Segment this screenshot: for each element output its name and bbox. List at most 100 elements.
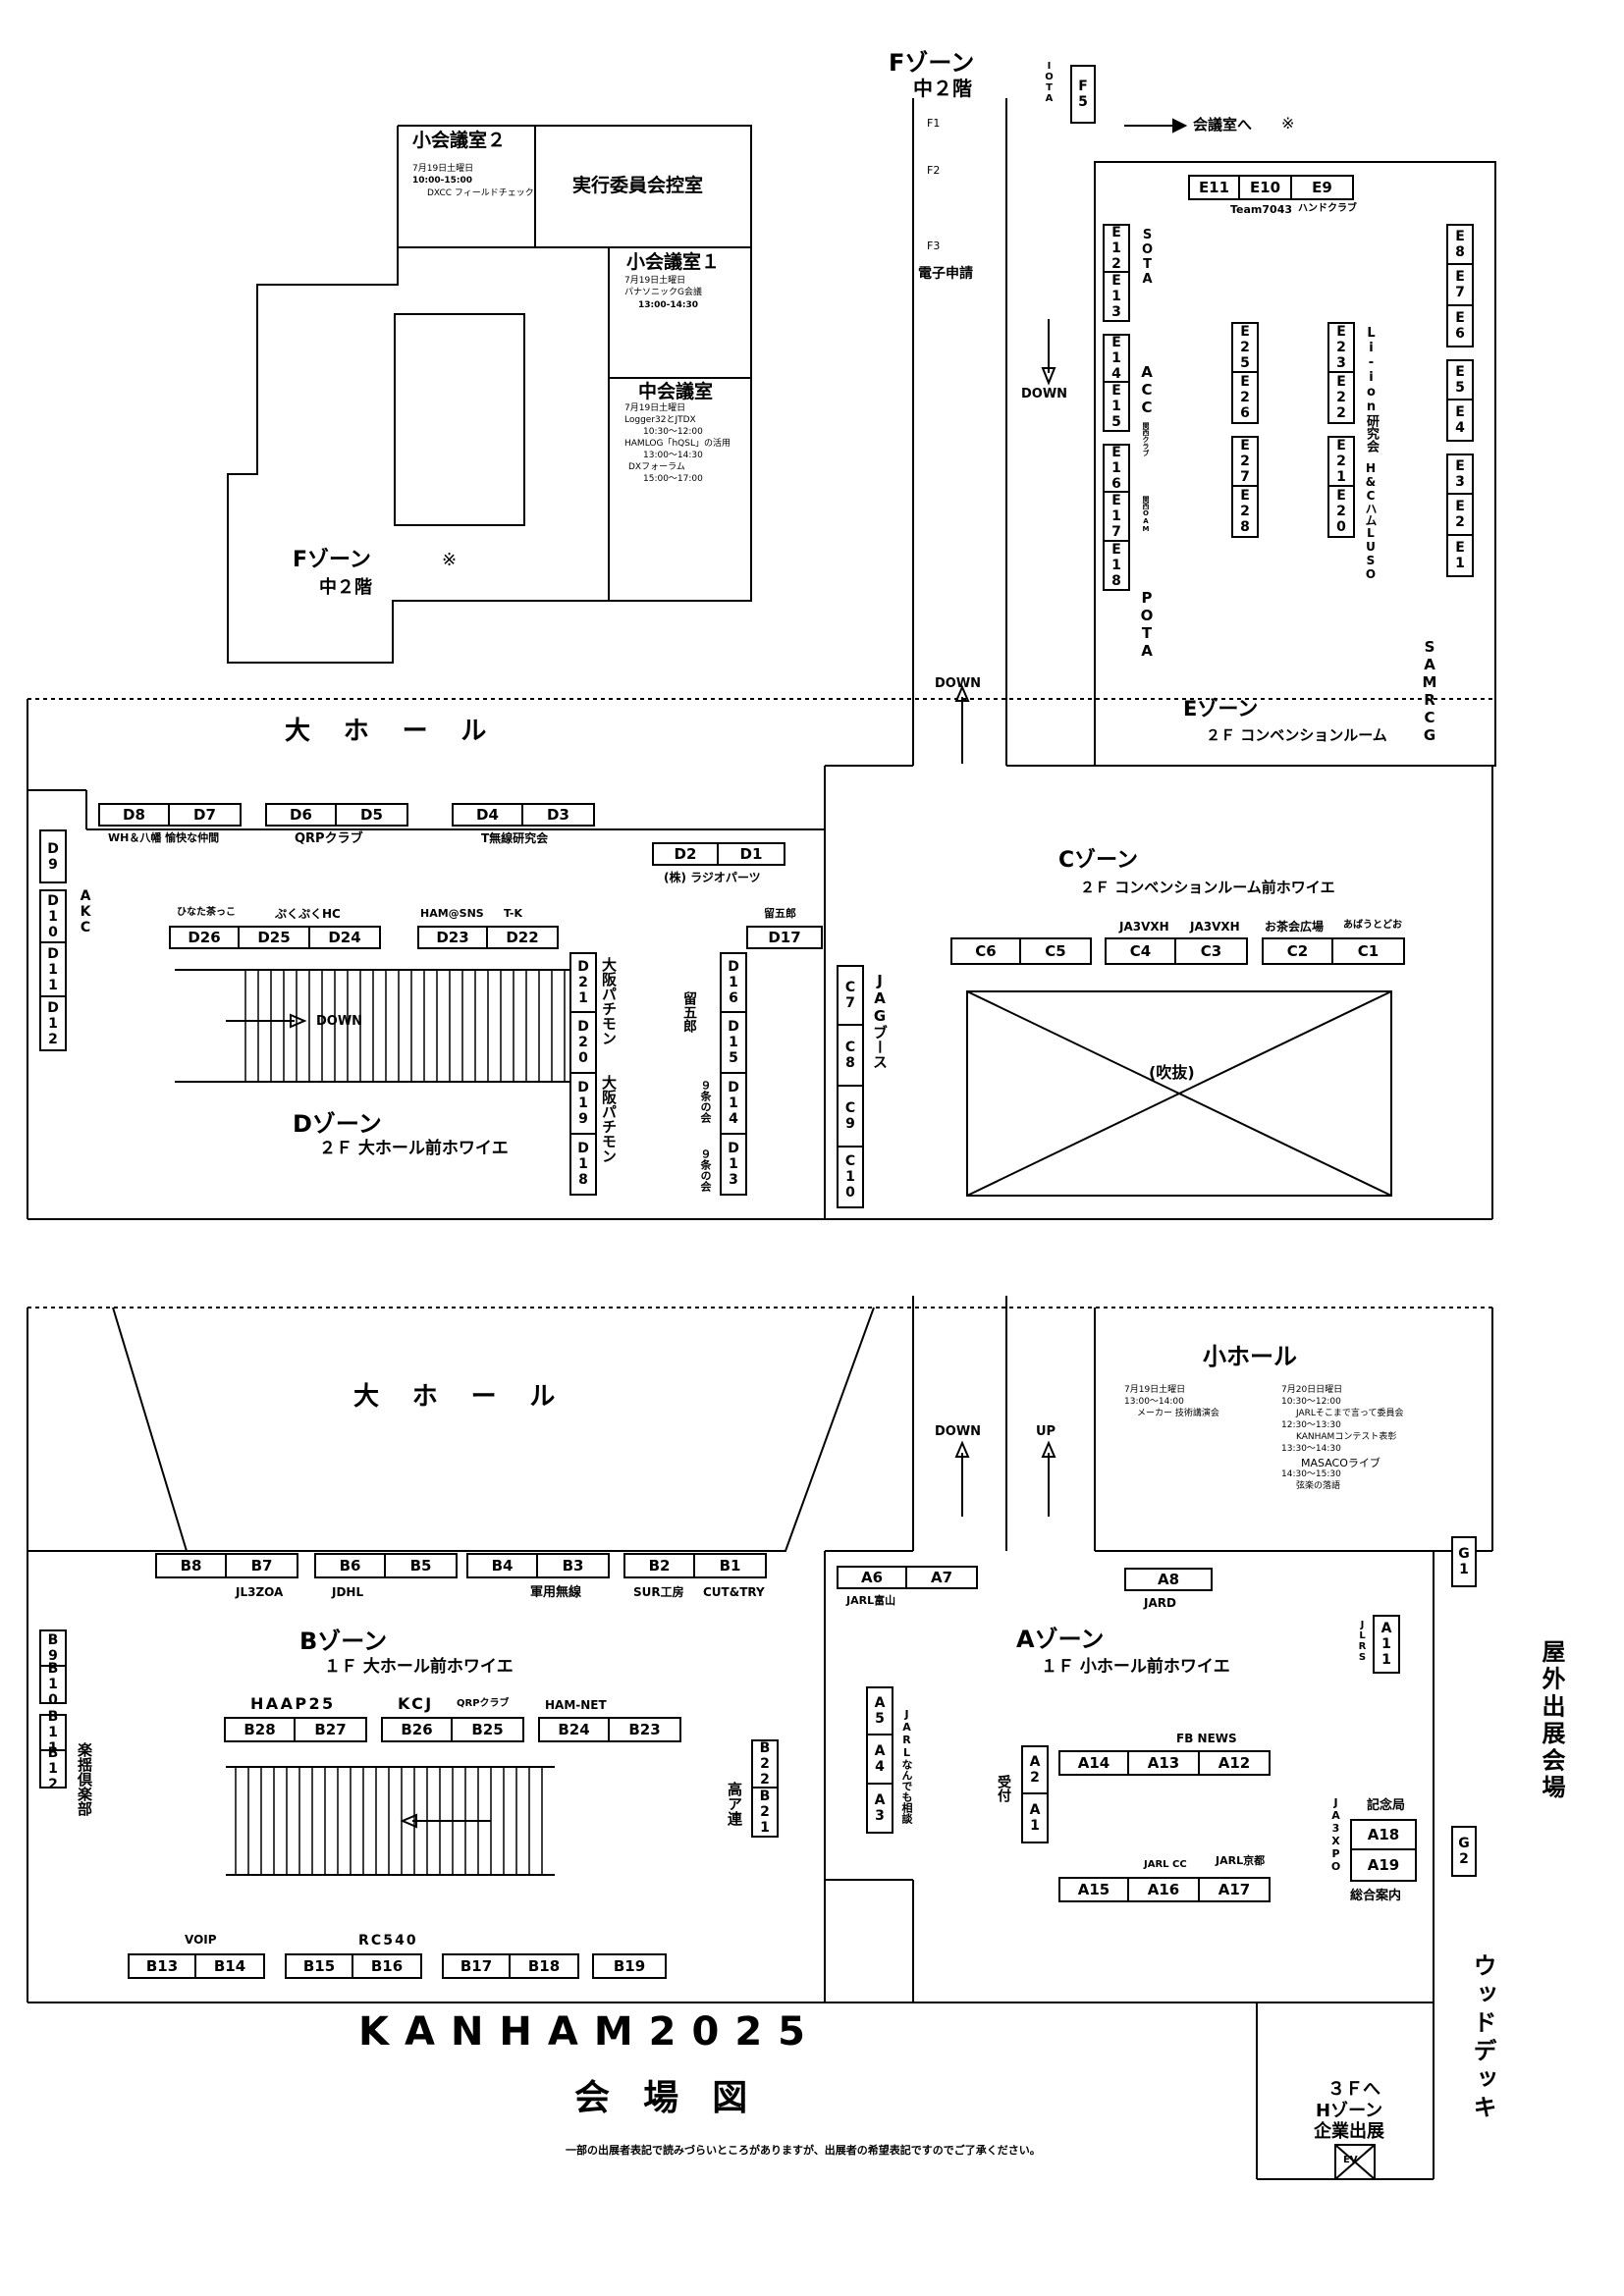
booth-d9[interactable]: D9	[39, 829, 67, 883]
booth-b18[interactable]: B18	[511, 1953, 579, 1979]
booth-e10[interactable]: E10	[1240, 175, 1292, 200]
booth-e16[interactable]: E16	[1103, 444, 1130, 493]
booth-e12[interactable]: E12	[1103, 224, 1130, 273]
booth-c6[interactable]: C6	[950, 937, 1021, 965]
booth-b11[interactable]: B11	[39, 1709, 67, 1756]
booth-e3[interactable]: E3	[1446, 454, 1474, 495]
booth-d8[interactable]: D8	[98, 803, 170, 827]
booth-b13[interactable]: B13	[128, 1953, 196, 1979]
booth-b3[interactable]: B3	[538, 1553, 610, 1578]
booth-e8[interactable]: E8	[1446, 224, 1474, 265]
booth-c2[interactable]: C2	[1262, 937, 1333, 965]
booth-d18[interactable]: D18	[569, 1135, 597, 1196]
booth-b14[interactable]: B14	[196, 1953, 265, 1979]
booth-b9[interactable]: B9	[39, 1629, 67, 1667]
booth-b5[interactable]: B5	[386, 1553, 458, 1578]
booth-a11[interactable]: A11	[1373, 1615, 1400, 1674]
booth-d16[interactable]: D16	[720, 952, 747, 1013]
booth-d21[interactable]: D21	[569, 952, 597, 1013]
booth-e14[interactable]: E14	[1103, 334, 1130, 383]
booth-e9[interactable]: E9	[1292, 175, 1354, 200]
booth-c8[interactable]: C8	[837, 1026, 864, 1087]
booth-d17[interactable]: D17	[746, 926, 823, 949]
booth-e26[interactable]: E26	[1231, 373, 1259, 424]
booth-e6[interactable]: E6	[1446, 306, 1474, 347]
booth-a3[interactable]: A3	[866, 1785, 893, 1834]
booth-a8[interactable]: A8	[1124, 1568, 1213, 1591]
booth-d1[interactable]: D1	[719, 842, 785, 866]
booth-e15[interactable]: E15	[1103, 383, 1130, 432]
booth-d20[interactable]: D20	[569, 1013, 597, 1074]
booth-d13[interactable]: D13	[720, 1135, 747, 1196]
booth-d2[interactable]: D2	[652, 842, 719, 866]
booth-d22[interactable]: D22	[488, 926, 559, 949]
booth-a5[interactable]: A5	[866, 1686, 893, 1735]
booth-b26[interactable]: B26	[381, 1717, 453, 1742]
booth-b12[interactable]: B12	[39, 1745, 67, 1792]
booth-b25[interactable]: B25	[453, 1717, 524, 1742]
booth-a17[interactable]: A17	[1200, 1877, 1271, 1902]
booth-a2[interactable]: A2	[1021, 1745, 1049, 1794]
booth-b1[interactable]: B1	[695, 1553, 767, 1578]
booth-e18[interactable]: E18	[1103, 542, 1130, 591]
booth-b10[interactable]: B10	[39, 1661, 67, 1708]
booth-e22[interactable]: E22	[1327, 373, 1355, 424]
booth-a4[interactable]: A4	[866, 1735, 893, 1785]
booth-c7[interactable]: C7	[837, 965, 864, 1026]
booth-b15[interactable]: B15	[285, 1953, 353, 1979]
booth-e25[interactable]: E25	[1231, 322, 1259, 373]
booth-c10[interactable]: C10	[837, 1148, 864, 1208]
booth-c4[interactable]: C4	[1105, 937, 1176, 965]
booth-a14[interactable]: A14	[1058, 1750, 1129, 1776]
booth-e28[interactable]: E28	[1231, 487, 1259, 538]
booth-d12[interactable]: D12	[39, 997, 67, 1051]
booth-e1[interactable]: E1	[1446, 536, 1474, 577]
booth-a13[interactable]: A13	[1129, 1750, 1200, 1776]
booth-d3[interactable]: D3	[523, 803, 595, 827]
booth-d26[interactable]: D26	[169, 926, 240, 949]
booth-b21[interactable]: B21	[751, 1789, 779, 1838]
booth-b28[interactable]: B28	[224, 1717, 296, 1742]
booth-b19[interactable]: B19	[592, 1953, 667, 1979]
booth-b22[interactable]: B22	[751, 1739, 779, 1789]
booth-c3[interactable]: C3	[1176, 937, 1248, 965]
booth-d10[interactable]: D10	[39, 889, 67, 943]
booth-e17[interactable]: E17	[1103, 493, 1130, 542]
booth-g2[interactable]: G2	[1451, 1826, 1477, 1877]
booth-d7[interactable]: D7	[170, 803, 242, 827]
booth-e5[interactable]: E5	[1446, 359, 1474, 400]
booth-e11[interactable]: E11	[1188, 175, 1240, 200]
booth-a1[interactable]: A1	[1021, 1794, 1049, 1843]
booth-a15[interactable]: A15	[1058, 1877, 1129, 1902]
booth-d23[interactable]: D23	[417, 926, 488, 949]
booth-e21[interactable]: E21	[1327, 436, 1355, 487]
booth-d14[interactable]: D14	[720, 1074, 747, 1135]
booth-e2[interactable]: E2	[1446, 495, 1474, 536]
booth-e27[interactable]: E27	[1231, 436, 1259, 487]
booth-d25[interactable]: D25	[240, 926, 310, 949]
booth-a6[interactable]: A6	[837, 1566, 907, 1589]
booth-e13[interactable]: E13	[1103, 273, 1130, 322]
booth-d11[interactable]: D11	[39, 943, 67, 997]
booth-b6[interactable]: B6	[314, 1553, 386, 1578]
booth-c9[interactable]: C9	[837, 1087, 864, 1148]
booth-d4[interactable]: D4	[452, 803, 523, 827]
booth-b17[interactable]: B17	[442, 1953, 511, 1979]
booth-c5[interactable]: C5	[1021, 937, 1092, 965]
booth-b24[interactable]: B24	[538, 1717, 610, 1742]
booth-e23[interactable]: E23	[1327, 322, 1355, 373]
booth-a7[interactable]: A7	[907, 1566, 978, 1589]
booth-b8[interactable]: B8	[155, 1553, 227, 1578]
booth-b2[interactable]: B2	[623, 1553, 695, 1578]
booth-d6[interactable]: D6	[265, 803, 337, 827]
booth-d5[interactable]: D5	[337, 803, 408, 827]
booth-e20[interactable]: E20	[1327, 487, 1355, 538]
booth-d19[interactable]: D19	[569, 1074, 597, 1135]
booth-b7[interactable]: B7	[227, 1553, 298, 1578]
booth-g1[interactable]: G1	[1451, 1536, 1477, 1587]
booth-a18[interactable]: A18	[1350, 1819, 1417, 1850]
booth-b23[interactable]: B23	[610, 1717, 681, 1742]
booth-a19[interactable]: A19	[1350, 1850, 1417, 1882]
booth-b4[interactable]: B4	[466, 1553, 538, 1578]
booth-d24[interactable]: D24	[310, 926, 381, 949]
